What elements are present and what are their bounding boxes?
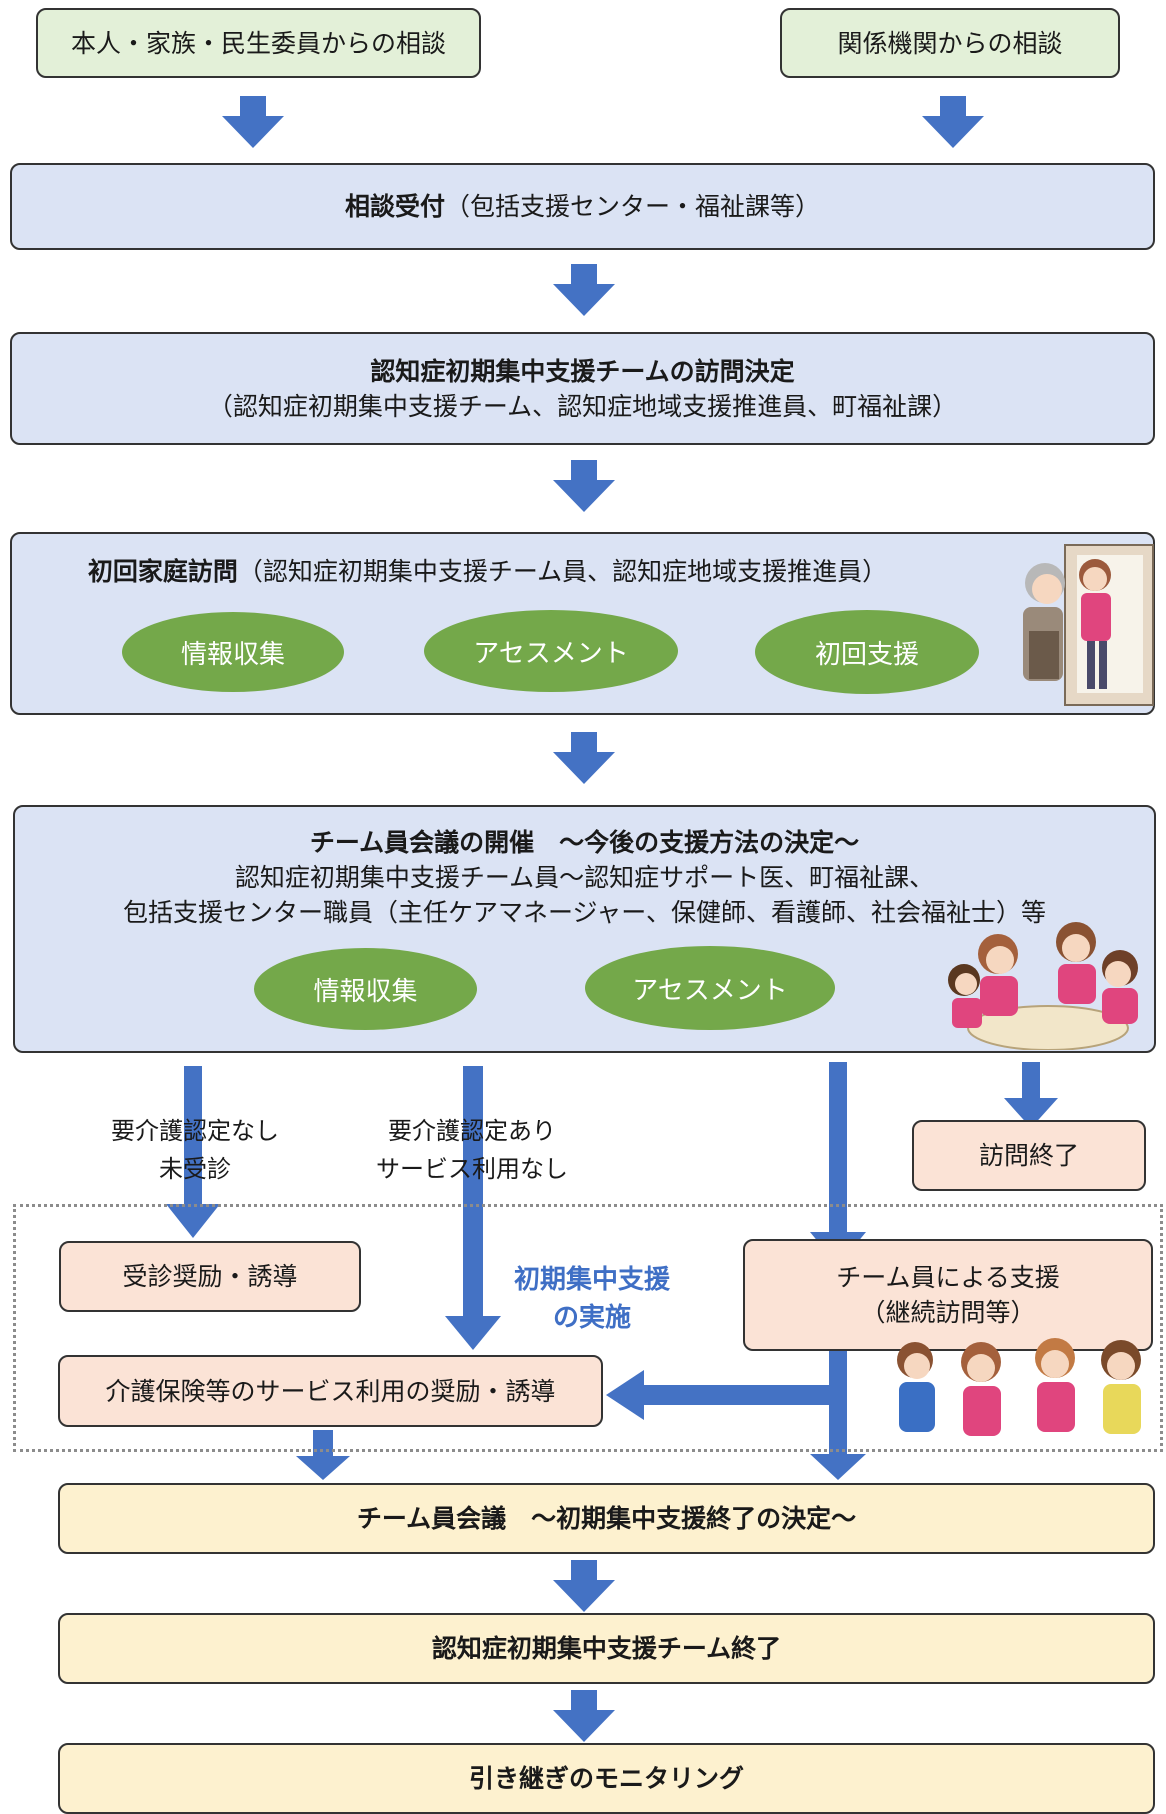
arrow-down: [553, 1690, 615, 1742]
arrow-head: [445, 1316, 501, 1350]
final-meeting-text: チーム員会議 ～初期集中支援終了の決定～: [356, 1504, 857, 1533]
arrow-head: [1004, 1098, 1058, 1128]
branch-line-team: [829, 1062, 847, 1234]
source-agency-box: 関係機関からの相談: [780, 8, 1120, 78]
pill-assessment-2: アセスメント: [585, 946, 835, 1030]
service-encourage-box: 介護保険等のサービス利用の奨励・誘導: [58, 1355, 603, 1427]
branch-line-no-cert: [184, 1066, 202, 1206]
cert-line2: サービス利用なし: [376, 1155, 568, 1183]
arrow-down: [553, 264, 615, 316]
pill-assessment: アセスメント: [424, 610, 678, 692]
visit-decision-title: 認知症初期集中支援チームの訪問決定: [370, 356, 795, 386]
cert-label: 要介護認定あり サービス利用なし: [357, 1112, 587, 1188]
monitoring-text: 引き継ぎのモニタリング: [468, 1764, 744, 1793]
no-cert-line2: 未受診: [159, 1155, 231, 1183]
consult-encourage-text: 受診奨励・誘導: [122, 1262, 298, 1291]
intake-box: 相談受付 （包括支援センター・福祉課等）: [10, 163, 1155, 250]
no-cert-line1: 要介護認定なし: [111, 1117, 279, 1145]
arrow-down: [222, 96, 284, 148]
visit-end-text: 訪問終了: [978, 1141, 1079, 1170]
branch-line-cert: [463, 1066, 483, 1318]
no-cert-label: 要介護認定なし 未受診: [80, 1112, 310, 1188]
team-support-line1: チーム員による支援: [836, 1263, 1060, 1292]
arrow-down: [553, 460, 615, 512]
cert-line1: 要介護認定あり: [388, 1117, 556, 1145]
team-end-box: 認知症初期集中支援チーム終了: [58, 1613, 1155, 1684]
source-individual-box: 本人・家族・民生委員からの相談: [36, 8, 481, 78]
visit-decision-detail: （認知症初期集中支援チーム、認知症地域支援推進員、町福祉課）: [207, 391, 958, 421]
first-visit-title: 初回家庭訪問: [87, 557, 238, 586]
intensive-support-region: [13, 1204, 1163, 1452]
arrow-head: [810, 1454, 866, 1480]
team-support-illustration: [897, 1338, 1141, 1436]
team-meeting-line2: 包括支援センター職員（主任ケアマネージャー、保健師、看護師、社会福祉士）等: [122, 898, 1046, 927]
branch-line-end: [1022, 1062, 1040, 1100]
visit-decision-box: 認知症初期集中支援チームの訪問決定 （認知症初期集中支援チーム、認知症地域支援推…: [10, 332, 1155, 445]
pill-initial-support: 初回支援: [755, 610, 979, 694]
team-end-text: 認知症初期集中支援チーム終了: [431, 1634, 782, 1663]
team-support-box: チーム員による支援 （継続訪問等）: [743, 1239, 1153, 1351]
team-meeting-line1: 認知症初期集中支援チーム員～認知症サポート医、町福祉課、: [234, 863, 935, 892]
intensive-label-line1: 初期集中支援: [513, 1265, 670, 1295]
pill-info-collect: 情報収集: [122, 612, 344, 692]
team-to-service-line: [642, 1385, 842, 1405]
team-meeting-box: チーム員会議の開催 ～今後の支援方法の決定～ 認知症初期集中支援チーム員～認知症…: [13, 805, 1156, 1053]
team-support-line2: （継続訪問等）: [860, 1298, 1036, 1327]
meeting-illustration: [948, 922, 1138, 1050]
arrow-head: [606, 1370, 644, 1420]
consult-encourage-box: 受診奨励・誘導: [59, 1241, 361, 1312]
source-agency-text: 関係機関からの相談: [837, 28, 1063, 58]
final-meeting-box: チーム員会議 ～初期集中支援終了の決定～: [58, 1483, 1155, 1554]
arrow-down: [922, 96, 984, 148]
intensive-label: 初期集中支援 の実施: [480, 1261, 704, 1337]
intake-title: 相談受付: [344, 192, 445, 221]
first-visit-detail: （認知症初期集中支援チーム員、認知症地域支援推進員）: [237, 557, 888, 586]
arrow-down: [553, 1560, 615, 1612]
home-visit-illustration: [1023, 544, 1154, 706]
team-meeting-title: チーム員会議の開催 ～今後の支援方法の決定～: [309, 828, 860, 857]
pill-info-collect-2: 情報収集: [254, 948, 477, 1030]
arrow-head: [166, 1204, 220, 1238]
monitoring-box: 引き継ぎのモニタリング: [58, 1743, 1155, 1814]
service-encourage-text: 介護保険等のサービス利用の奨励・誘導: [105, 1376, 556, 1406]
visit-end-box: 訪問終了: [912, 1120, 1146, 1191]
intensive-label-line2: の実施: [552, 1303, 631, 1333]
intake-detail: （包括支援センター・福祉課等）: [445, 192, 821, 221]
arrow-head: [296, 1456, 350, 1480]
source-individual-text: 本人・家族・民生委員からの相談: [70, 28, 446, 58]
arrow-down: [553, 732, 615, 784]
